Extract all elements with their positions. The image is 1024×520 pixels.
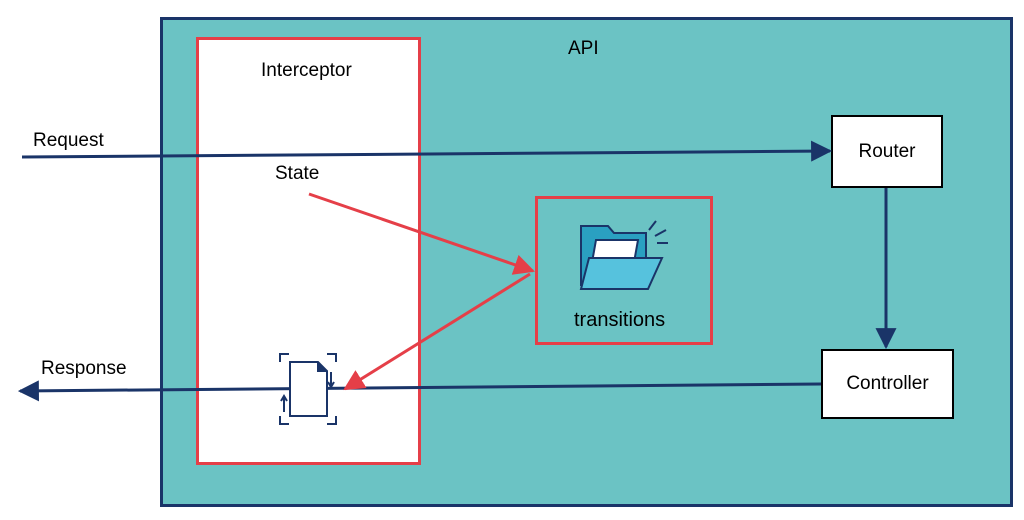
controller-node: Controller xyxy=(821,349,954,419)
request-label: Request xyxy=(33,130,104,151)
state-to-transitions-arrow xyxy=(308,192,535,275)
router-label: Router xyxy=(858,140,916,162)
state-label: State xyxy=(275,163,320,184)
folder-transitions-icon xyxy=(579,220,668,290)
request-arrow xyxy=(21,140,833,162)
api-label: API xyxy=(568,38,599,59)
interceptor-label: Interceptor xyxy=(261,60,352,81)
router-node: Router xyxy=(831,115,943,188)
response-arrow xyxy=(17,380,822,402)
transitions-box xyxy=(535,196,713,345)
document-refresh-icon xyxy=(279,353,337,425)
response-label: Response xyxy=(41,358,127,379)
controller-label: Controller xyxy=(846,373,929,394)
transitions-to-document-arrow xyxy=(343,272,531,391)
transitions-label: transitions xyxy=(574,309,666,331)
